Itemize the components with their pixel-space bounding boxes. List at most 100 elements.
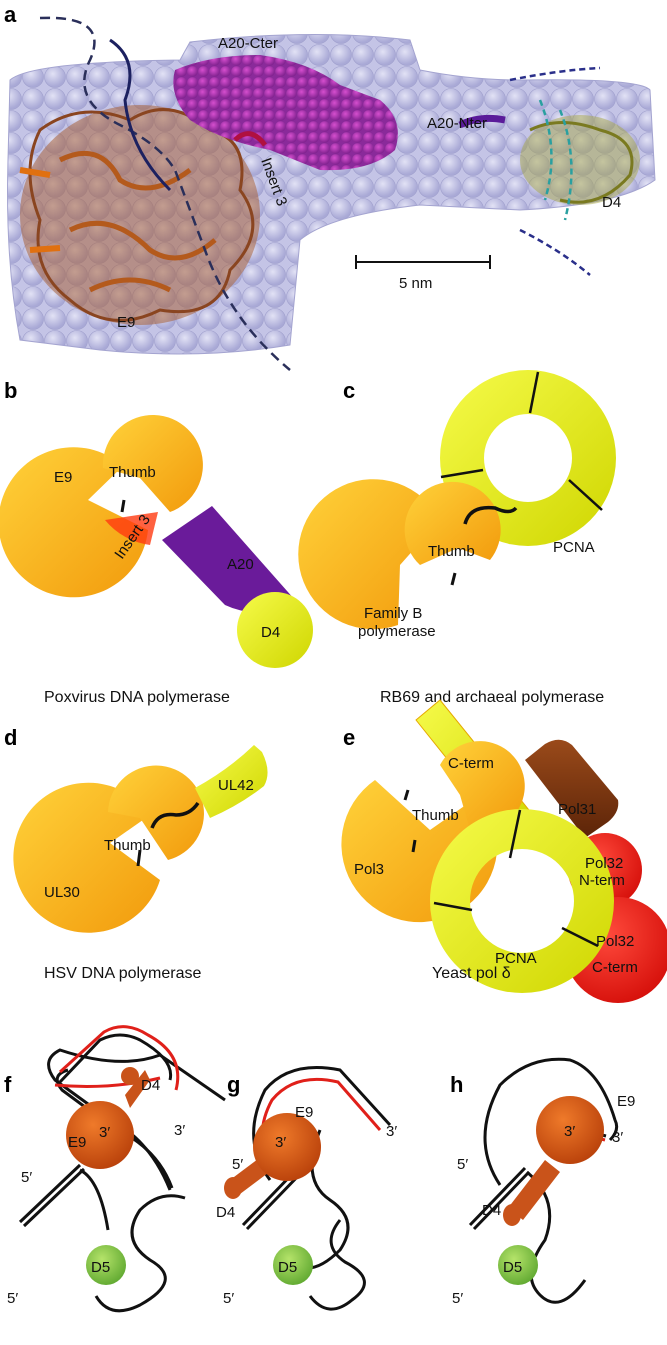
f-e9-ball (66, 1101, 134, 1169)
e-link-b (411, 839, 417, 853)
h-5prime-top: 5′ (457, 1156, 468, 1173)
e9-pacman (0, 447, 148, 598)
f-3prime-inner: 3′ (99, 1124, 110, 1141)
insert3-helix (233, 131, 267, 147)
h-d5-ball (498, 1245, 538, 1285)
h-3prime-inner: 3′ (564, 1123, 575, 1140)
h-d4-knob (503, 1204, 521, 1226)
b-caption: Poxvirus DNA polymerase (44, 689, 230, 706)
f-5prime-bottom: 5′ (7, 1290, 18, 1307)
f-d4-label: D4 (141, 1077, 160, 1094)
e-thumb (440, 741, 525, 832)
b-thumb-label: Thumb (109, 464, 156, 481)
panel-label-f: f (4, 1072, 12, 1097)
f-d4-knob (121, 1067, 139, 1085)
g-5prime-top: 5′ (232, 1156, 243, 1173)
h-e9-label: E9 (617, 1093, 635, 1110)
c-pcna-label: PCNA (553, 539, 595, 556)
c-family-line2: polymerase (358, 623, 436, 640)
e-pol32c-line1: Pol32 (596, 933, 634, 950)
e-pol31-bar (525, 739, 619, 838)
f-red-strand (58, 1025, 180, 1091)
e9-ribbon-structure (19, 105, 260, 325)
h-5prime-bottom: 5′ (452, 1290, 463, 1307)
a20-cter-domain (173, 55, 398, 171)
label-a20-nter: A20-Nter (427, 115, 487, 132)
h-3prime-outer: 3′ (612, 1129, 623, 1146)
b-link (120, 499, 126, 513)
b-a20-label: A20 (227, 556, 254, 573)
d-caption: HSV DNA polymerase (44, 965, 201, 982)
c-family-b-pacman (298, 479, 440, 630)
c-family-line1: Family B (364, 605, 422, 622)
d-thumb-label: Thumb (104, 837, 151, 854)
h-e9-ball (536, 1096, 604, 1164)
e-pcna-label: PCNA (495, 950, 537, 967)
label-a20-cter: A20-Cter (218, 35, 278, 52)
g-d4-knob (224, 1177, 242, 1199)
panel-label-h: h (450, 1072, 463, 1097)
d-ul30-pacman (13, 782, 161, 933)
dna-strands-a (39, 16, 291, 371)
insert3-region (105, 512, 158, 545)
e-link-a (403, 789, 410, 801)
c-thumb (404, 481, 501, 565)
g-3prime-outer: 3′ (386, 1123, 397, 1140)
g-e9-label: E9 (295, 1104, 313, 1121)
c-thumb-label: Thumb (428, 543, 475, 560)
d4-structure (458, 66, 640, 276)
c-tether (463, 505, 518, 525)
e-pcna-dividers (433, 809, 599, 948)
e-pol3-label: Pol3 (354, 861, 384, 878)
f-loop (58, 1033, 173, 1084)
f-e9-label: E9 (68, 1134, 86, 1151)
g-d5-ball (273, 1245, 313, 1285)
panel-label-a: a (4, 2, 17, 27)
c-pcna-dividers (440, 371, 603, 511)
f-d4-stalk (125, 1070, 150, 1108)
panel-label-g: g (227, 1072, 240, 1097)
e-caption: Yeast pol δ (432, 965, 511, 982)
h-d4-label: D4 (482, 1202, 501, 1219)
g-e9-ball (253, 1113, 321, 1181)
h-d5-label: D5 (503, 1259, 522, 1276)
b-thumb (102, 415, 203, 512)
b-e9-label: E9 (54, 469, 72, 486)
label-e9: E9 (117, 314, 135, 331)
d-thumb (108, 765, 204, 860)
e-thumb-label: Thumb (412, 807, 459, 824)
b-d4-label: D4 (261, 624, 280, 641)
g-5prime-bottom: 5′ (223, 1290, 234, 1307)
e-cterm-label: C-term (448, 755, 494, 772)
f-5prime-top: 5′ (21, 1169, 32, 1186)
b-d4-ball (237, 592, 313, 668)
g-dna (241, 1066, 392, 1311)
e-pol32n-line1: Pol32 (585, 855, 623, 872)
d-ul30-label: UL30 (44, 884, 80, 901)
f-3prime-outer: 3′ (174, 1122, 185, 1139)
f-d5-ball (86, 1245, 126, 1285)
panel-label-d: d (4, 725, 17, 750)
scale-bar (355, 255, 491, 269)
h-d4-stalk (508, 1160, 560, 1220)
d-link (136, 849, 142, 867)
e-pol32n-line2: N-term (579, 872, 625, 889)
c-caption: RB69 and archaeal polymerase (380, 689, 604, 706)
e-pol32c-line2: C-term (592, 959, 638, 976)
panel-label-c: c (343, 378, 355, 403)
g-d4-label: D4 (216, 1204, 235, 1221)
scale-bar-label: 5 nm (399, 275, 432, 292)
e-pol31-label: Pol31 (558, 801, 596, 818)
c-link (450, 572, 457, 586)
f-d5-label: D5 (91, 1259, 110, 1276)
e-pcna-ring (430, 809, 614, 993)
panel-label-b: b (4, 378, 17, 403)
panel-label-e: e (343, 725, 355, 750)
g-3prime-inner: 3′ (275, 1134, 286, 1151)
d-ul42-label: UL42 (218, 777, 254, 794)
d-tether (150, 801, 200, 829)
g-d5-label: D5 (278, 1259, 297, 1276)
d-ul42 (195, 745, 268, 818)
label-d4: D4 (602, 194, 621, 211)
